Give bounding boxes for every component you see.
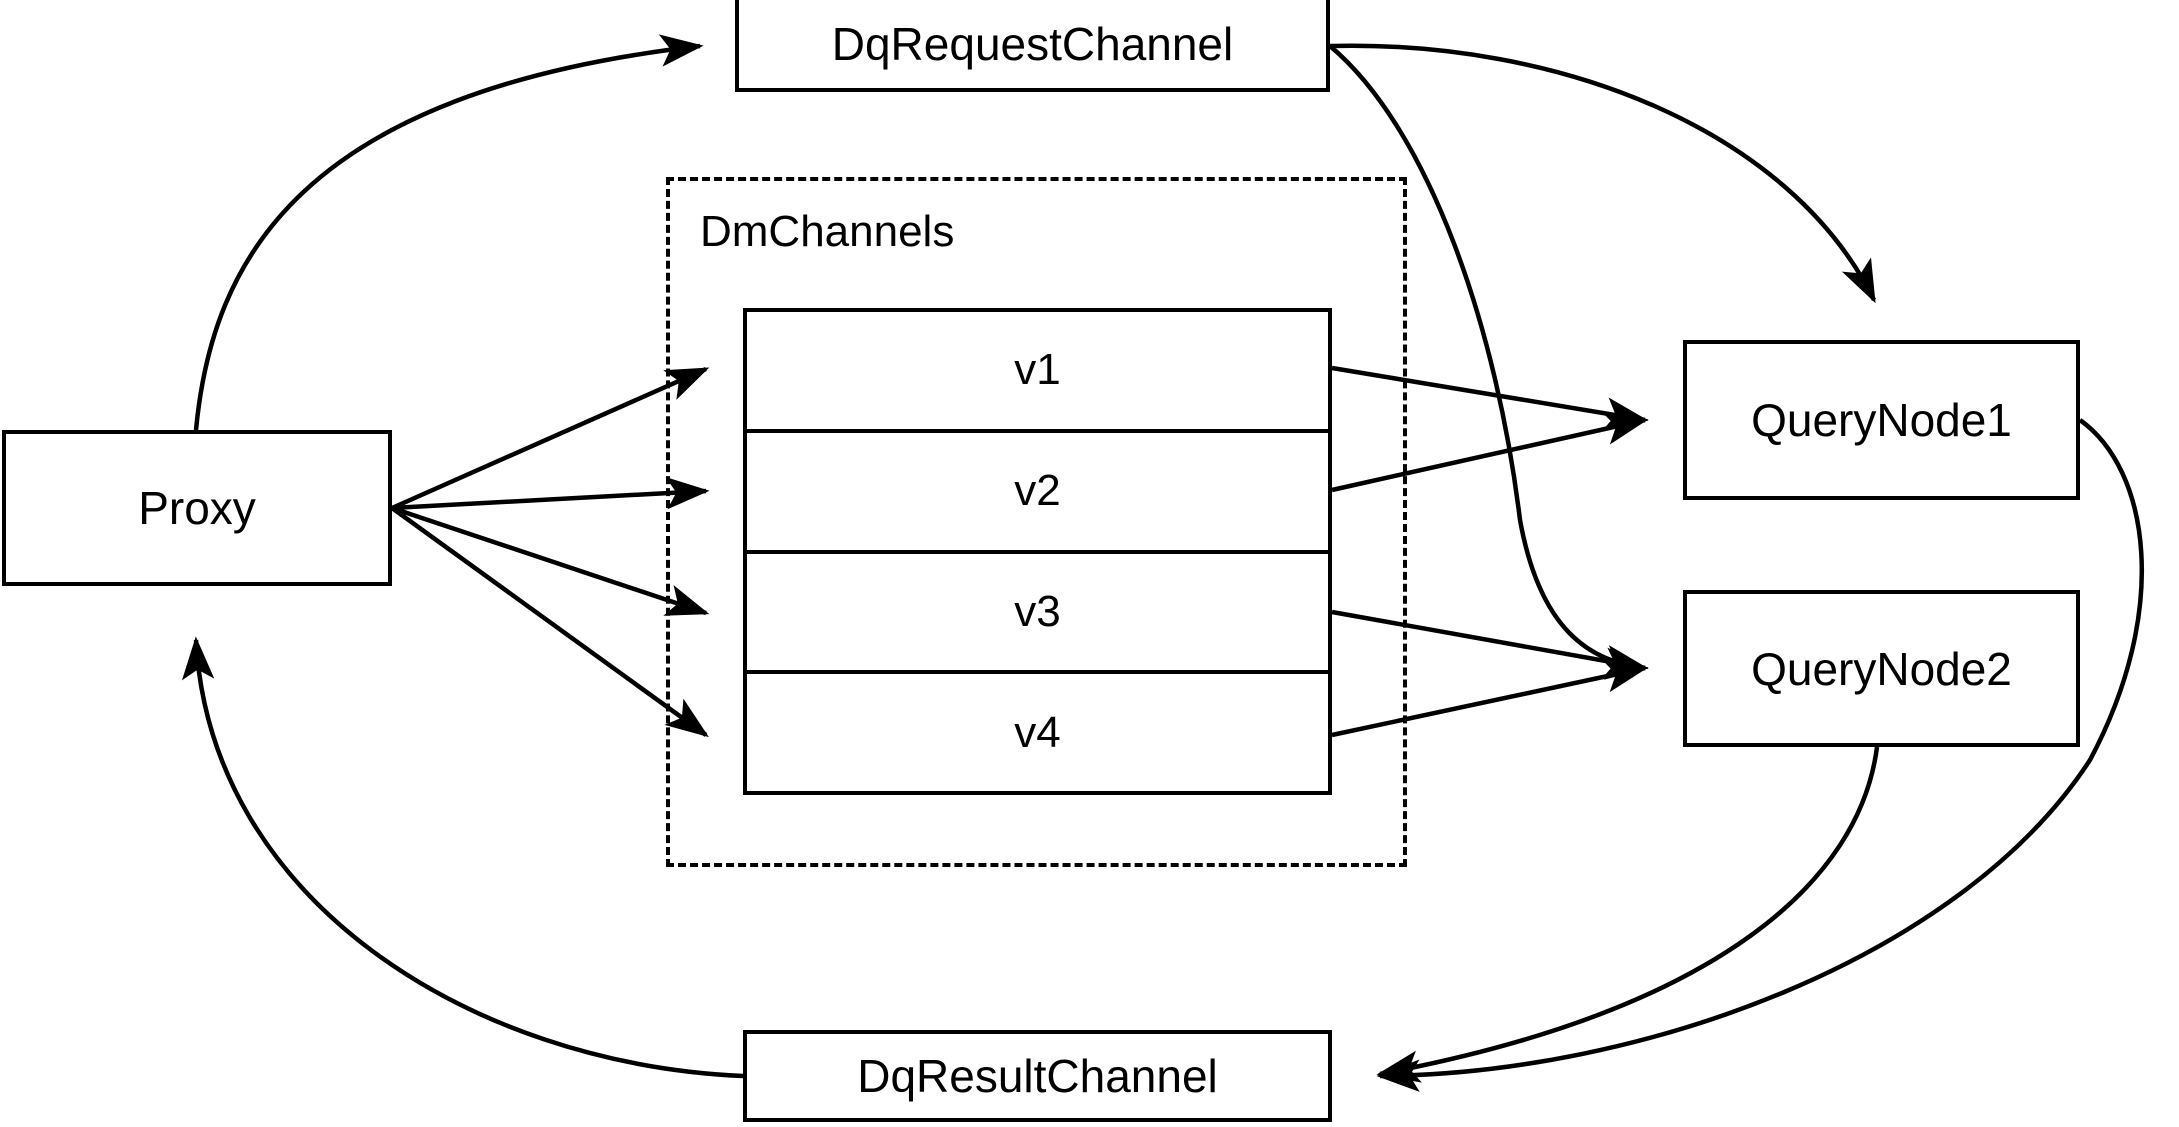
edge-proxy-to-dq-request-channel: [193, 34, 704, 431]
node-proxy[interactable]: Proxy: [2, 430, 392, 586]
dm-channel-row-v3[interactable]: v3: [747, 553, 1328, 675]
edge-v2-to-query-node-1: [1331, 412, 1649, 493]
dm-channel-label-v2: v2: [1014, 466, 1061, 516]
edge-dq-result-channel-to-proxy: [181, 636, 744, 1079]
dm-channel-row-v4[interactable]: v4: [747, 674, 1328, 791]
dm-channel-label-v4: v4: [1014, 707, 1061, 757]
edge-proxy-to-v1: [391, 366, 710, 511]
edge-proxy-to-v2: [391, 476, 710, 511]
edge-v3-to-query-node-2: [1331, 609, 1649, 677]
node-dq-request-channel-label: DqRequestChannel: [831, 18, 1234, 70]
node-query-node-2[interactable]: QueryNode2: [1683, 590, 2080, 747]
node-query-node-1[interactable]: QueryNode1: [1683, 340, 2080, 500]
node-dq-request-channel[interactable]: DqRequestChannel: [735, 0, 1330, 92]
dm-channel-label-v3: v3: [1014, 586, 1061, 636]
edge-v4-to-query-node-2: [1331, 660, 1649, 738]
dm-channels-group-label: DmChannels: [700, 207, 955, 256]
edge-query-node-1-to-dq-result-channel: [1376, 418, 2145, 1092]
edge-query-node-2-to-dq-result-channel: [1376, 746, 1880, 1083]
edge-proxy-to-v3: [391, 505, 710, 616]
edge-v1-to-query-node-1: [1331, 365, 1649, 430]
node-dq-result-channel[interactable]: DqResultChannel: [743, 1030, 1332, 1122]
node-query-node-1-label: QueryNode1: [1751, 394, 2012, 446]
dm-channel-stack: v1 v2 v3 v4: [743, 308, 1332, 795]
dm-channels-group: [666, 177, 1407, 867]
node-proxy-label: Proxy: [138, 482, 256, 534]
dm-channel-row-v1[interactable]: v1: [747, 312, 1328, 433]
dm-channel-label-v1: v1: [1014, 345, 1061, 395]
dm-channel-row-v2[interactable]: v2: [747, 432, 1328, 554]
node-dq-result-channel-label: DqResultChannel: [857, 1050, 1218, 1102]
node-query-node-2-label: QueryNode2: [1751, 642, 2012, 695]
edge-dq-request-channel-to-query-node-1: [1329, 43, 1877, 304]
edge-proxy-to-v4: [390, 506, 709, 738]
